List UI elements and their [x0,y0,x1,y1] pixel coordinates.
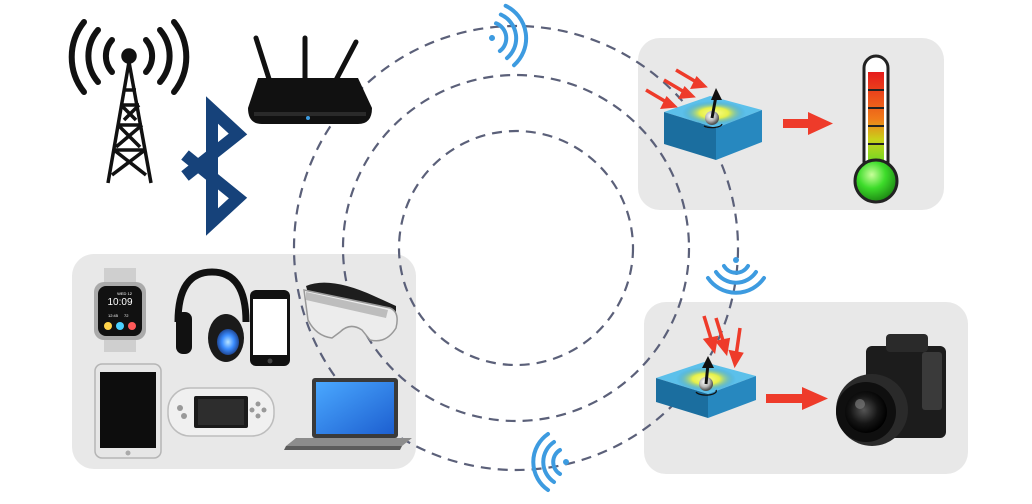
watch-small-right: 72 [124,313,129,318]
video-camera-icon [836,334,946,446]
cell-tower-icon [68,19,190,184]
wave-ring-middle [341,73,691,423]
thermometer-icon [853,54,899,204]
watch-small-left: 12:45 [108,313,119,318]
incoming-energy-arrows [702,315,744,369]
laptop-icon [284,378,412,450]
wave-ring-inner [397,129,635,367]
rf-harvester-chip [656,356,756,418]
handheld-console-icon [167,387,275,437]
wifi-signal-icon [706,257,766,295]
thermal-harvester-chip [664,88,762,160]
watch-time: 10:09 [107,297,132,308]
wave-rings [292,24,740,472]
watch-day-label: WED 12 [117,291,133,296]
wifi-signal-icon [489,3,529,68]
vr-headset-icon [303,282,398,342]
wave-ring-outer [292,24,740,472]
smartwatch-icon: WED 12 10:09 12:45 72 [94,268,146,352]
output-arrow-to-thermometer [783,112,833,135]
output-arrow-to-camera [766,387,828,410]
tablet-icon [94,363,162,459]
wifi-signal-icon [531,432,569,492]
bluetooth-icon [181,96,248,236]
headphones-icon [174,268,250,362]
wifi-router-icon [248,35,372,124]
smartphone-icon [250,290,290,366]
incoming-energy-arrows [645,68,708,110]
